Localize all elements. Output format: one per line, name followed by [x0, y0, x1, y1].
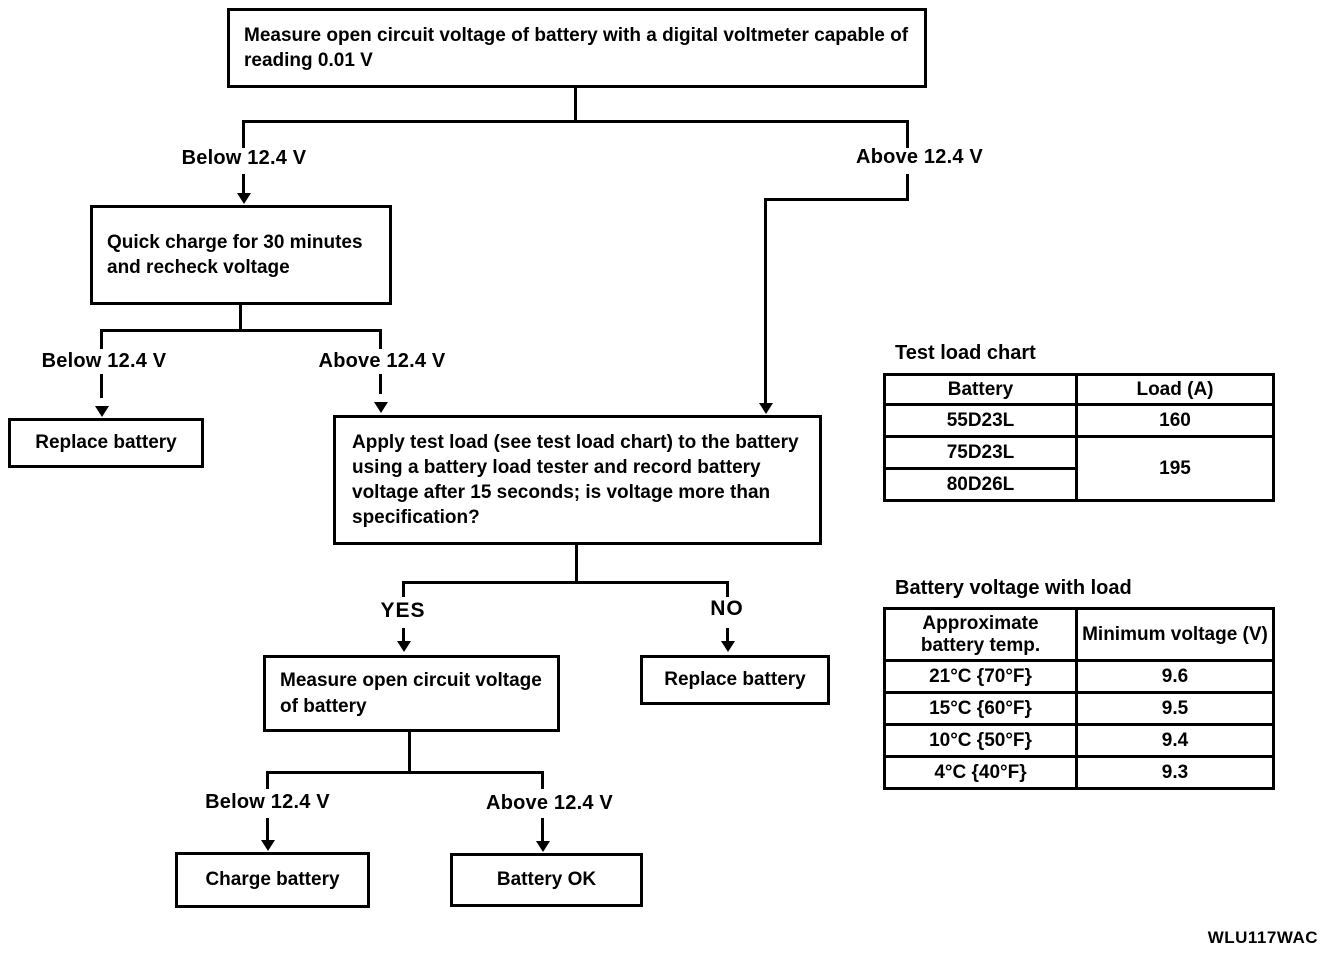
branch-label-below-12-4-first: Below 12.4 V — [181, 147, 307, 169]
node-text: Replace battery — [664, 669, 806, 691]
connector — [242, 120, 245, 148]
arrow-down-icon — [536, 841, 550, 852]
node-text: Replace battery — [35, 432, 177, 454]
connector — [541, 818, 544, 842]
table-row: 75D23L 195 — [883, 435, 1275, 502]
connector — [266, 771, 544, 774]
table-row: 4°C {40°F} 9.3 — [883, 755, 1275, 790]
temp-cell: 21°C {70°F} — [883, 659, 1078, 694]
figure-code: WLU117WAC — [1207, 928, 1318, 947]
arrow-down-icon — [95, 406, 109, 417]
battery-cell: 55D23L — [883, 403, 1078, 438]
arrow-down-icon — [759, 403, 773, 414]
connector — [266, 771, 269, 789]
node-text: Measure open circuit voltage of battery … — [244, 24, 909, 71]
col-header-load: Load (A) — [1075, 373, 1275, 406]
node-battery-ok: Battery OK — [450, 853, 643, 907]
connector — [100, 329, 382, 332]
temp-cell: 15°C {60°F} — [883, 691, 1078, 726]
connector — [726, 581, 729, 597]
arrow-down-icon — [237, 193, 251, 204]
connector — [242, 174, 245, 194]
arrow-down-icon — [397, 641, 411, 652]
table-row: 15°C {60°F} 9.5 — [883, 691, 1275, 726]
test-load-chart-title: Test load chart — [895, 342, 1036, 364]
connector — [266, 818, 269, 841]
branch-label-above-12-4-first: Above 12.4 V — [856, 146, 983, 168]
battery-voltage-with-load-title: Battery voltage with load — [895, 577, 1132, 599]
table-row: 21°C {70°F} 9.6 — [883, 659, 1275, 694]
connector — [379, 329, 382, 349]
connector — [906, 174, 909, 201]
test-load-chart-table: Battery Load (A) 55D23L 160 75D23L 195 8… — [883, 373, 1275, 502]
connector — [726, 628, 729, 642]
arrow-down-icon — [261, 840, 275, 851]
table-row: 80D26L — [883, 467, 1274, 502]
col-header-approx-temp: Approximate battery temp. — [883, 607, 1078, 662]
voltage-cell: 9.6 — [1075, 659, 1275, 694]
connector — [100, 374, 103, 398]
node-measure-open-circuit-voltage: Measure open circuit voltage of battery … — [227, 8, 927, 88]
table-row: 55D23L 160 — [883, 403, 1275, 438]
node-replace-battery-no: Replace battery — [640, 655, 830, 705]
connector — [402, 581, 729, 584]
connector — [575, 545, 578, 583]
node-replace-battery-left: Replace battery — [8, 418, 204, 468]
connector — [408, 732, 411, 774]
voltage-cell: 9.4 — [1075, 723, 1275, 758]
connector — [402, 628, 405, 642]
connector — [402, 581, 405, 597]
voltage-cell: 9.3 — [1075, 755, 1275, 790]
arrow-down-icon — [374, 402, 388, 413]
connector — [906, 120, 909, 148]
branch-label-above-12-4-third: Above 12.4 V — [486, 792, 613, 814]
connector — [100, 329, 103, 349]
col-header-min-voltage: Minimum voltage (V) — [1075, 607, 1275, 662]
battery-voltage-table: Approximate battery temp. Minimum voltag… — [883, 607, 1275, 790]
branch-label-below-12-4-second: Below 12.4 V — [41, 350, 167, 372]
node-charge-battery: Charge battery — [175, 852, 370, 908]
node-text: Measure open circuit voltage of battery — [280, 670, 542, 717]
branch-label-no: NO — [710, 597, 744, 620]
branch-label-yes: YES — [380, 599, 426, 622]
connector — [239, 305, 242, 332]
connector — [541, 771, 544, 789]
battery-cell: 80D26L — [883, 467, 1078, 502]
node-measure-ocv-again: Measure open circuit voltage of battery — [263, 655, 560, 732]
connector — [764, 198, 767, 404]
node-text: Charge battery — [205, 869, 340, 891]
voltage-cell: 9.5 — [1075, 691, 1275, 726]
connector — [764, 198, 909, 201]
connector — [379, 374, 382, 394]
branch-label-below-12-4-third: Below 12.4 V — [205, 791, 330, 813]
branch-label-above-12-4-second: Above 12.4 V — [318, 350, 446, 372]
node-text: Apply test load (see test load chart) to… — [352, 431, 799, 529]
load-cell: 160 — [1075, 403, 1275, 438]
table-row: 10°C {50°F} 9.4 — [883, 723, 1275, 758]
arrow-down-icon — [721, 641, 735, 652]
temp-cell: 10°C {50°F} — [883, 723, 1078, 758]
battery-cell: 75D23L — [883, 435, 1078, 470]
temp-cell: 4°C {40°F} — [883, 755, 1078, 790]
node-quick-charge: Quick charge for 30 minutes and recheck … — [90, 205, 392, 305]
col-header-battery: Battery — [883, 373, 1078, 406]
node-text: Quick charge for 30 minutes and recheck … — [107, 231, 363, 278]
connector — [574, 86, 577, 122]
connector — [242, 120, 909, 123]
node-apply-test-load: Apply test load (see test load chart) to… — [333, 415, 822, 545]
node-text: Battery OK — [496, 869, 597, 891]
load-cell-merged: 195 — [1075, 435, 1275, 502]
